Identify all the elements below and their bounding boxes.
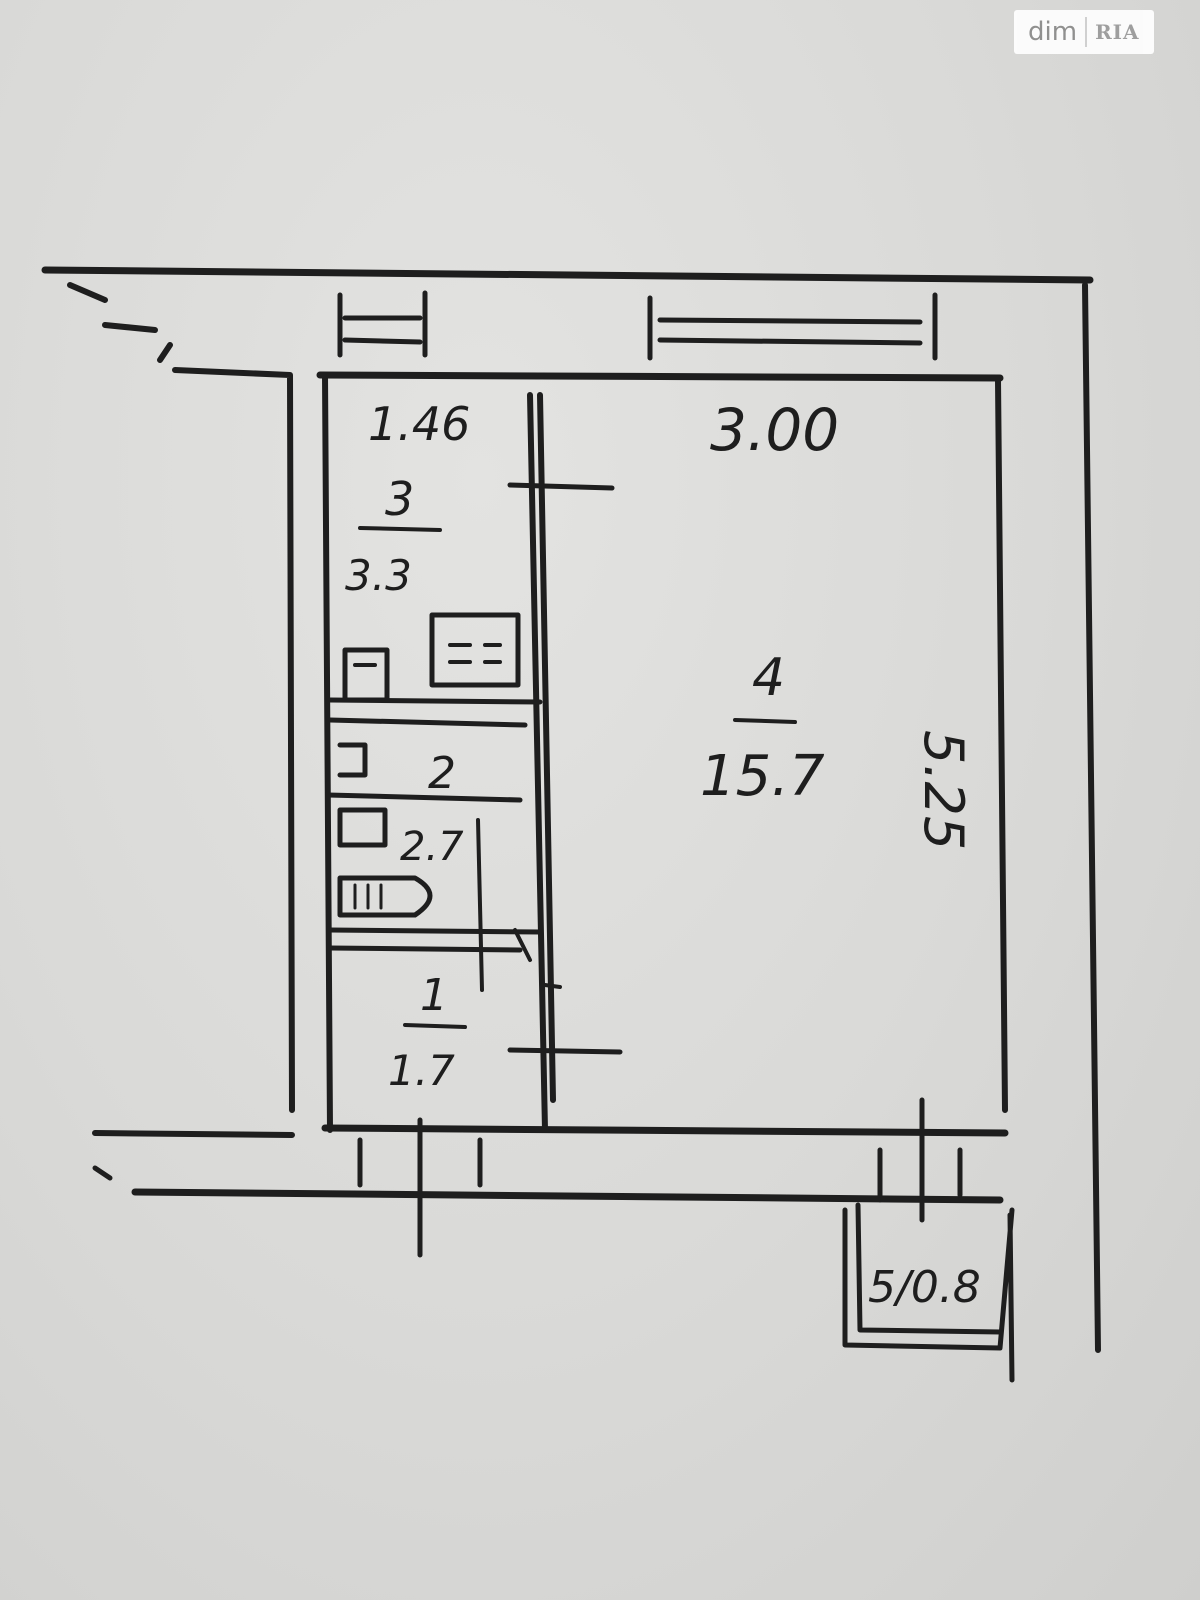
toilet-icon [337, 807, 388, 848]
room-3-number: 3 [385, 472, 414, 526]
bathtub-icon [337, 875, 433, 918]
room-4-area: 15.7 [700, 744, 825, 809]
room-2-area: 2.7 [400, 824, 464, 870]
washbasin-icon [337, 742, 368, 778]
outer-wall-bottom-left [92, 1130, 295, 1138]
dim-ria-watermark: dim RIA [1014, 10, 1154, 54]
watermark-dim-text: dim [1014, 17, 1088, 47]
balcony-label: 5/0.8 [868, 1262, 981, 1313]
outer-wall-top [41, 266, 1094, 284]
door-mark-3 [507, 482, 615, 491]
outer-wall-right [1082, 282, 1101, 1353]
dimension-top-right: 3.00 [710, 396, 839, 464]
sink-icon [342, 647, 390, 703]
balcony-door-marks [877, 1097, 963, 1223]
entrance-marks-left [357, 1117, 483, 1258]
balcony-outline [842, 1202, 1015, 1383]
dimension-top-left: 1.46 [368, 397, 470, 451]
stove-icon [429, 612, 521, 688]
dimension-right-length: 5.25 [912, 730, 975, 850]
room-2-number: 2 [428, 748, 456, 799]
room-3-area: 3.3 [345, 551, 412, 600]
outer-wall-bottom [131, 1188, 1004, 1204]
watermark-ria-logo: RIA [1095, 20, 1140, 44]
inner-wall-right [995, 377, 1008, 1113]
window-right [647, 292, 938, 361]
partition-3-2 [327, 697, 543, 728]
outer-wall-corner [92, 1165, 113, 1181]
room-4-number: 4 [752, 648, 785, 708]
inner-wall-bottom [321, 1124, 1009, 1137]
window-left [337, 290, 428, 358]
inner-wall-left [322, 372, 333, 1133]
room-1-area: 1.7 [388, 1046, 455, 1095]
inner-wall-top [316, 371, 1004, 382]
door-mark-2 [513, 928, 562, 989]
partition-main [527, 392, 556, 1133]
door-mark-1 [507, 1047, 623, 1055]
outer-wall-step [67, 282, 295, 1113]
partition-2-1 [327, 927, 543, 953]
room-1-number: 1 [420, 970, 448, 1021]
